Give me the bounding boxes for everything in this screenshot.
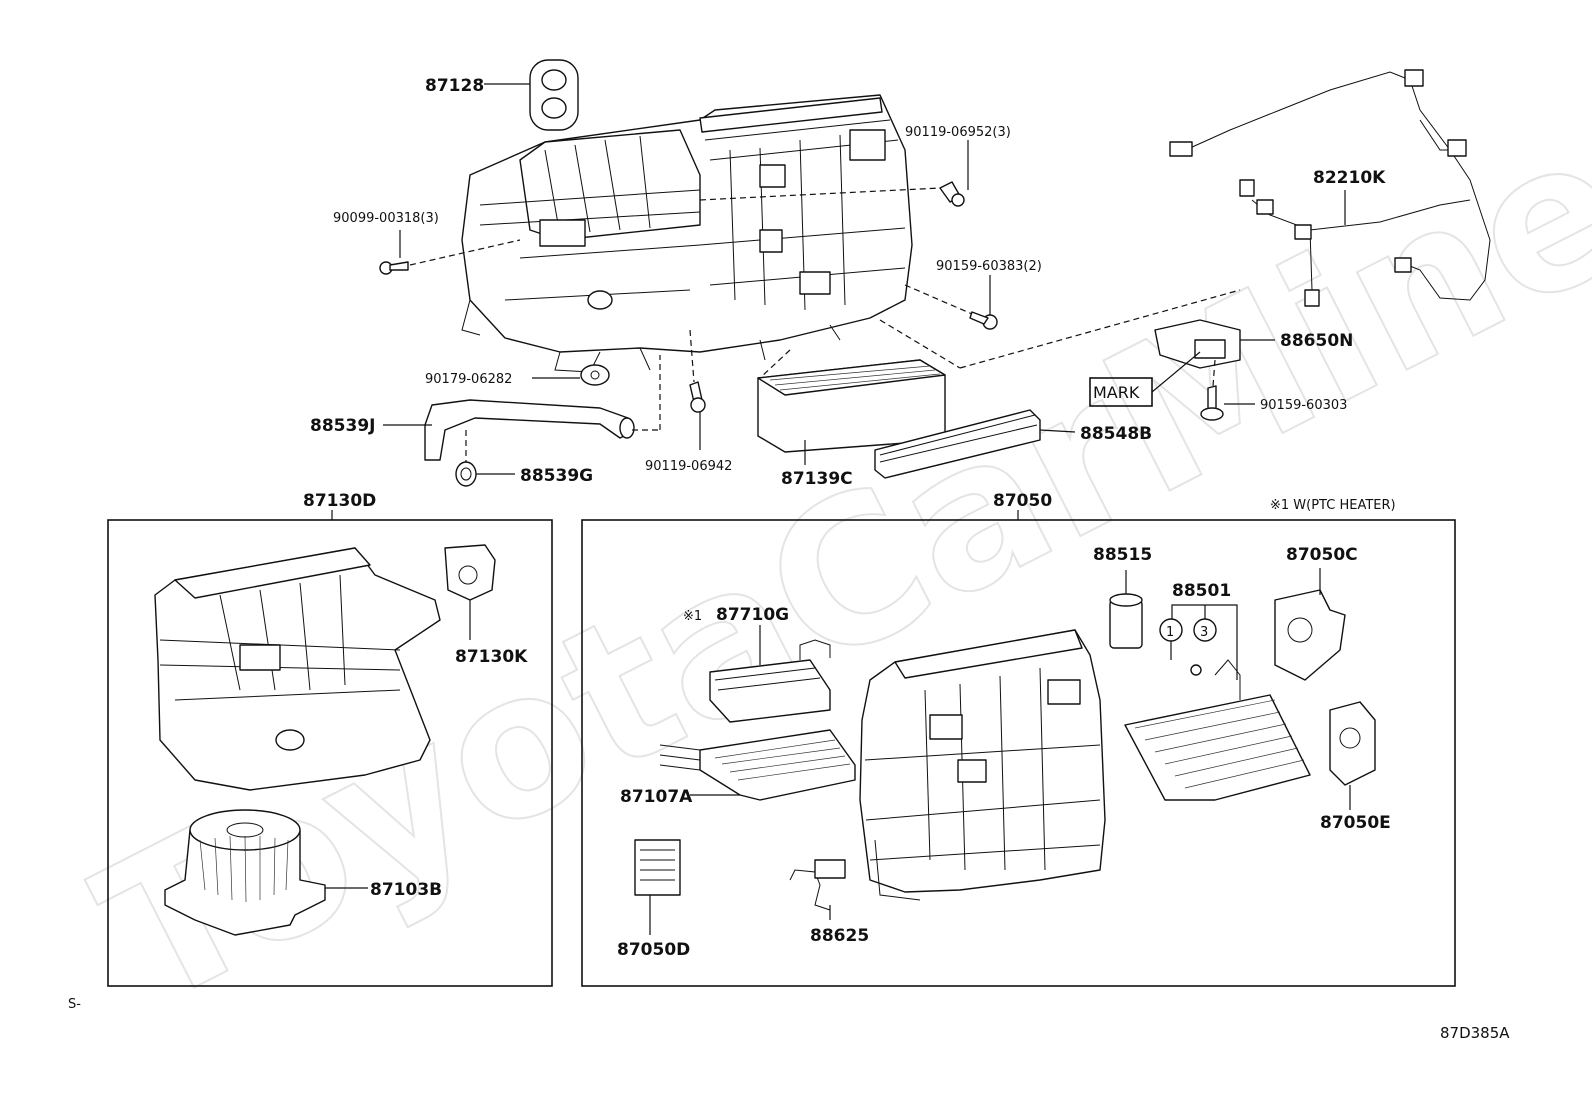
callout-90099-00318: 90099-00318(3) — [333, 211, 439, 226]
blower-motor-87103B — [164, 809, 326, 936]
ref-mark-87710G: ※1 — [683, 609, 702, 624]
screw-90119-06942 — [689, 381, 706, 413]
screw-90099-00318 — [379, 261, 409, 275]
callout-88501: 88501 — [1172, 581, 1231, 601]
callout-88515: 88515 — [1093, 545, 1152, 565]
callout-88539J: 88539J — [310, 416, 375, 436]
callout-87107A: 87107A — [620, 787, 693, 807]
callout-87710G: 87710G — [716, 605, 789, 625]
callout-87103B: 87103B — [370, 880, 442, 900]
filter-cover-88548B — [874, 409, 1041, 479]
drain-hose-88539J — [424, 399, 635, 461]
callout-87128: 87128 — [425, 76, 484, 96]
callout-87050E: 87050E — [1320, 813, 1391, 833]
illustration-code: 87D385A — [1440, 1024, 1510, 1042]
heater-unit-housing — [859, 629, 1106, 901]
circle-label-3: 3 — [1200, 625, 1208, 640]
mark-label: MARK — [1093, 383, 1140, 402]
clip-90179-06282 — [580, 364, 610, 386]
ptc-heater-note: ※1 W(PTC HEATER) — [1270, 498, 1396, 513]
heater-core-87107A — [659, 729, 856, 801]
thermistor-88625 — [789, 859, 846, 911]
callout-88625: 88625 — [810, 926, 869, 946]
blower-assy-box — [107, 519, 553, 987]
screw-90159-60383 — [969, 311, 998, 330]
grommet-88539G — [455, 461, 477, 487]
footer-left-mark: S- — [68, 997, 81, 1012]
callout-90159-60303: 90159-60303 — [1260, 398, 1347, 413]
blower-case — [154, 547, 441, 791]
callout-90119-06952: 90119-06952(3) — [905, 125, 1011, 140]
callout-87139C: 87139C — [781, 469, 853, 489]
servo-87050C — [1274, 589, 1346, 681]
screw-90159-60303 — [1200, 385, 1224, 421]
wire-harness-82210K — [1169, 69, 1491, 307]
heater-unit-box — [581, 519, 1456, 987]
callout-90159-60383: 90159-60383(2) — [936, 259, 1042, 274]
group-label-87130D: 87130D — [303, 491, 376, 511]
o-ring-callout-3 — [1193, 618, 1217, 642]
callout-87130K: 87130K — [455, 647, 528, 667]
callout-88539G: 88539G — [520, 466, 593, 486]
ac-unit-assembly — [461, 94, 913, 373]
group-label-87050: 87050 — [993, 491, 1052, 511]
circle-label-1: 1 — [1166, 625, 1174, 640]
ptc-heater-87710G — [709, 639, 831, 723]
callout-82210K: 82210K — [1313, 168, 1386, 188]
callout-88548B: 88548B — [1080, 424, 1152, 444]
servo-87050E — [1329, 701, 1376, 786]
callout-90119-06942: 90119-06942 — [645, 459, 732, 474]
resistor-87050D — [634, 839, 681, 896]
filter-87139C — [757, 359, 946, 453]
sensor-88650N — [1154, 319, 1241, 369]
callout-87050C: 87050C — [1286, 545, 1358, 565]
callout-88650N: 88650N — [1280, 331, 1353, 351]
gasket-87128 — [529, 59, 579, 131]
callout-90179-06282: 90179-06282 — [425, 372, 512, 387]
servo-87130K — [444, 544, 496, 601]
evaporator-88501 — [1124, 659, 1311, 801]
expansion-valve-88515 — [1109, 593, 1143, 649]
screw-90119-06952 — [939, 181, 965, 207]
callout-87050D: 87050D — [617, 940, 690, 960]
